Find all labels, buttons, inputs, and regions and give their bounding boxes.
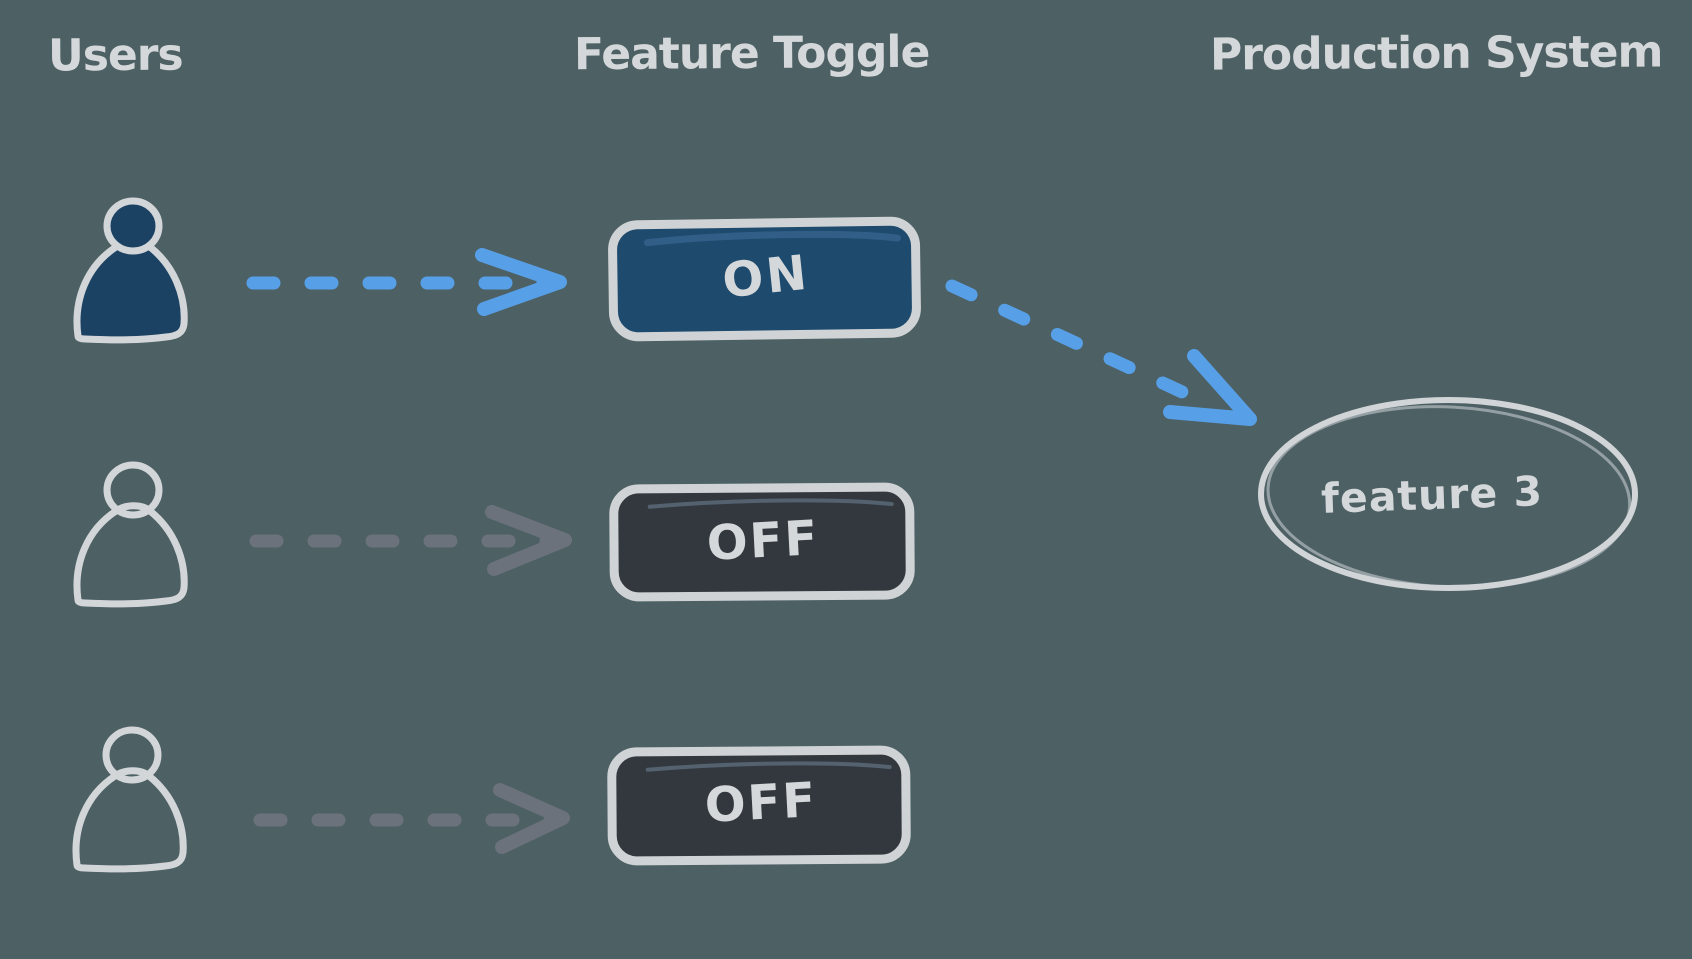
- feature3-label: feature 3: [1320, 467, 1544, 523]
- header-production-system: Production System: [1209, 26, 1663, 81]
- toggle-off-2-label: OFF: [703, 772, 819, 834]
- arrowhead-chevron-icon: [493, 783, 570, 854]
- arrow-user1-to-on-toggle: [246, 248, 567, 316]
- user-2-icon: [77, 465, 184, 604]
- ellipse-outline-sketch: [1266, 405, 1632, 589]
- user-1-icon: [77, 201, 184, 340]
- toggle-off-body[interactable]: [609, 482, 915, 602]
- feature3-ellipse: [1258, 397, 1638, 591]
- toggle-on-highlight: [643, 230, 901, 247]
- toggle-off-highlight: [645, 761, 892, 772]
- arrowhead-chevron-icon: [485, 505, 572, 576]
- toggle-off-button-2[interactable]: [607, 745, 911, 866]
- header-feature-toggle: Feature Toggle: [573, 26, 930, 81]
- toggle-off-button-1[interactable]: [609, 482, 915, 602]
- toggle-off-1-label: OFF: [705, 510, 821, 572]
- arrow-dash-line: [945, 279, 1211, 409]
- toggle-on-body[interactable]: [608, 216, 921, 342]
- arrow-user3-to-off-toggle: [253, 783, 570, 854]
- toggle-on-label: ON: [719, 244, 813, 310]
- toggle-off-highlight: [647, 498, 894, 509]
- arrow-user2-to-off-toggle: [249, 505, 572, 576]
- arrowhead-chevron-icon: [475, 248, 567, 316]
- toggle-off-body[interactable]: [607, 745, 911, 866]
- arrowhead-chevron-icon: [1163, 349, 1257, 426]
- user-3-icon: [76, 730, 183, 869]
- header-users: Users: [47, 29, 183, 82]
- arrow-on-toggle-to-feature3: [945, 279, 1257, 426]
- toggle-on-button[interactable]: [608, 216, 921, 342]
